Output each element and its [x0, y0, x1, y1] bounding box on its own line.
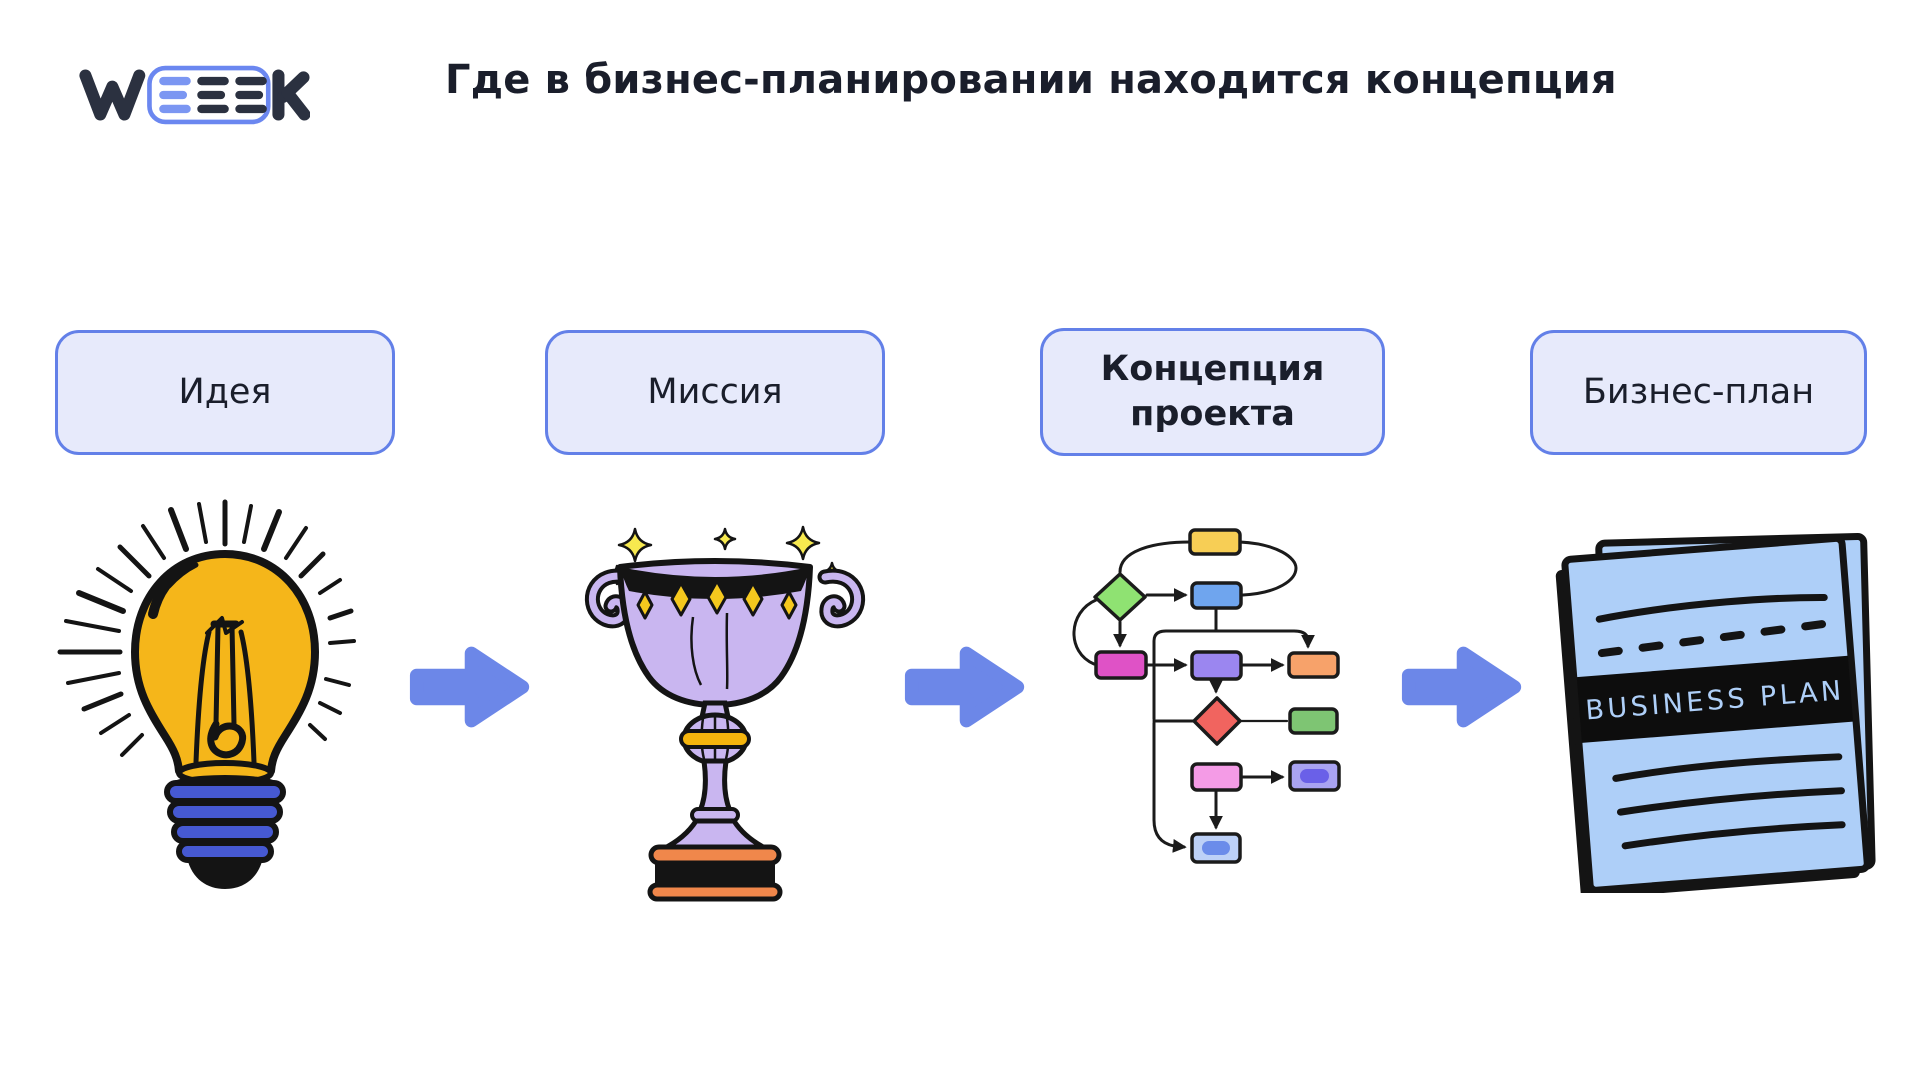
- flowchart-edges: [1072, 540, 1315, 853]
- logo-e-icon-accent: [159, 76, 191, 114]
- weeek-logo: [79, 65, 310, 125]
- lightbulb-filament: [193, 616, 257, 765]
- lightbulb-base: [164, 775, 286, 889]
- document-front-page: BUSINESS PLAN: [1561, 534, 1871, 893]
- stage-box-idea: Идея: [55, 330, 395, 455]
- trophy-diamonds: [636, 579, 798, 620]
- trophy-icon: [584, 525, 866, 902]
- stage-box-business-plan: Бизнес-план: [1530, 330, 1867, 455]
- stage-box-mission: Миссия: [545, 330, 885, 455]
- lightbulb-rays: [57, 499, 356, 757]
- logo-e-icon-dark-1: [197, 76, 229, 114]
- trophy-stem: [660, 700, 770, 852]
- flowchart-node-pills: [1202, 769, 1329, 855]
- stage-label: Миссия: [647, 371, 783, 412]
- arrow-right-icon: [409, 646, 530, 728]
- trophy-cup: [617, 558, 813, 708]
- stage-label: Концепция проекта: [1100, 348, 1325, 435]
- stage-label: Идея: [178, 371, 272, 412]
- lightbulb-glass: [131, 550, 319, 775]
- logo-letter-w-icon: [79, 69, 146, 121]
- arrow-right-icon: [1401, 646, 1522, 728]
- trophy-handles: [584, 568, 866, 629]
- trophy-base: [647, 844, 783, 902]
- stage-box-project-concept: Концепция проекта: [1040, 328, 1385, 456]
- flowchart-icon: [1072, 528, 1341, 864]
- business-plan-document-icon: BUSINESS PLAN: [1555, 532, 1876, 893]
- logo-e-icon-dark-2: [235, 76, 267, 114]
- arrow-right-icon: [904, 646, 1025, 728]
- lightbulb-icon: [57, 499, 356, 889]
- stage-label: Бизнес-план: [1582, 371, 1815, 412]
- logo-letter-k-icon: [272, 69, 310, 121]
- page-title: Где в бизнес-планировании находится конц…: [445, 57, 1617, 103]
- logo-frame: [147, 65, 271, 125]
